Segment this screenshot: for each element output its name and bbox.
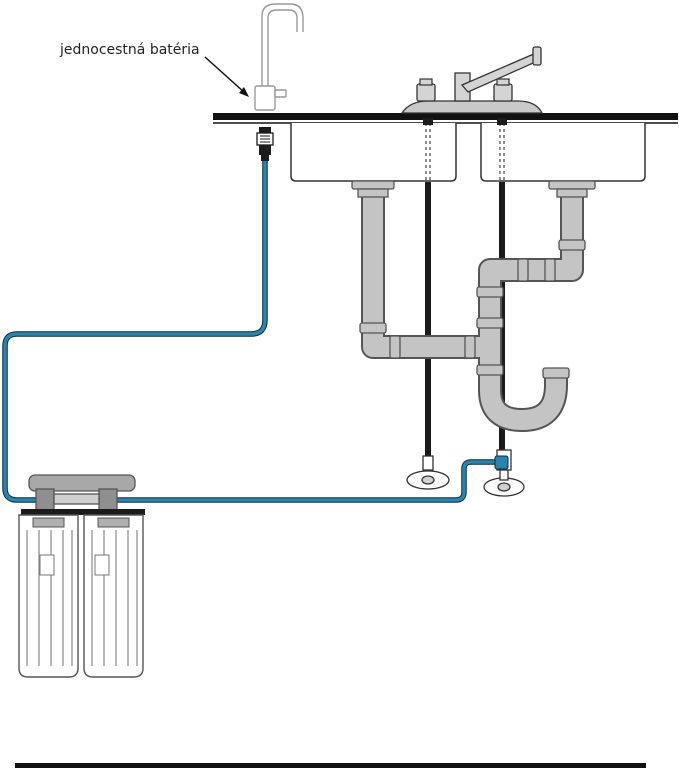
tee-connector — [494, 455, 509, 470]
faucet-label: jednocestná batéria — [60, 42, 200, 58]
faucet-connector — [256, 127, 274, 161]
filter-housing-2 — [83, 514, 144, 678]
sink-bowl-left — [290, 123, 457, 182]
countertop — [213, 113, 678, 124]
filter-housing-1 — [18, 514, 79, 678]
drain-fittings — [351, 180, 596, 379]
filter-head — [21, 474, 145, 515]
sink-faucet — [400, 46, 544, 114]
single-way-faucet — [254, 3, 304, 111]
drain-pipes — [361, 190, 584, 432]
sink-bowl-right — [480, 123, 646, 182]
floor-line — [15, 763, 646, 768]
angle-valve-left — [406, 455, 450, 490]
filter-unit — [18, 474, 145, 678]
label-arrow — [204, 56, 249, 97]
filtered-water-line — [2, 157, 503, 503]
